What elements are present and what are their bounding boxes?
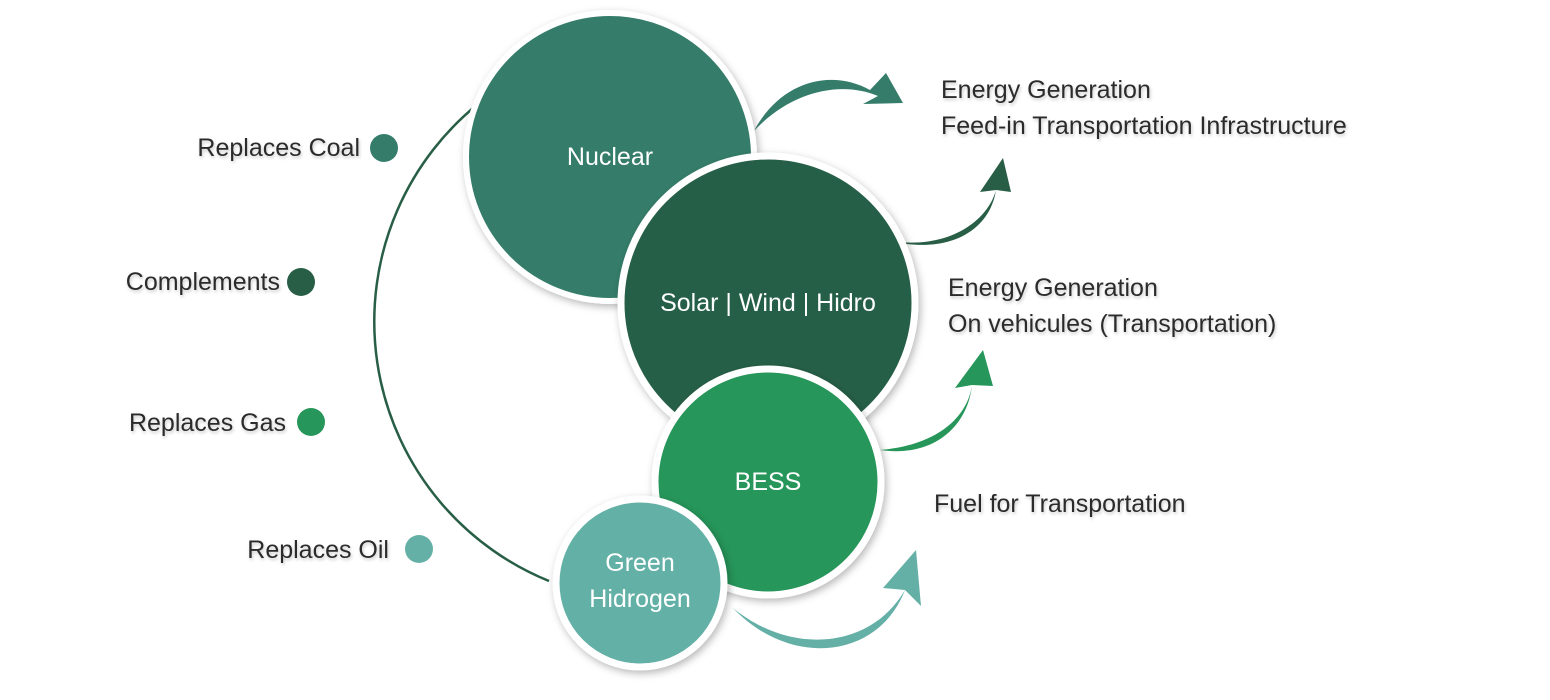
nuclear-label: Nuclear	[566, 143, 654, 171]
dot-gas	[297, 408, 325, 436]
bess-label: BESS	[734, 468, 802, 496]
bess-output-line-1: Fuel for Transportation	[934, 490, 1186, 518]
solar-wind-hydro-label: Solar | Wind | Hidro	[660, 289, 876, 317]
complements-label: Complements	[125, 268, 280, 296]
solar-output-line-2: On vehicules (Transportation)	[948, 310, 1277, 338]
dot-complements	[287, 268, 315, 296]
nuclear-output-line-1: Energy Generation	[941, 76, 1151, 104]
bess-output-text: Fuel for Transportation	[934, 486, 1186, 522]
arrow-bess	[880, 350, 993, 452]
dot-coal	[370, 134, 398, 162]
nuclear-output-line-2: Feed-in Transportation Infrastructure	[941, 112, 1347, 140]
replaces-oil-label: Replaces Oil	[247, 536, 389, 564]
dot-oil	[405, 535, 433, 563]
solar-output-line-1: Energy Generation	[948, 274, 1158, 302]
arrow-nuclear	[754, 73, 903, 131]
solar-output-text: Energy Generation On vehicules (Transpor…	[948, 270, 1276, 342]
ring-arc	[373, 103, 550, 583]
replaces-gas-label: Replaces Gas	[128, 409, 286, 437]
nuclear-output-text: Energy Generation Feed-in Transportation…	[941, 72, 1347, 144]
green-hydrogen-label: Green Hidrogen	[560, 545, 720, 617]
arrow-solar	[890, 158, 1011, 245]
green-hydrogen-line-2: Hidrogen	[589, 585, 691, 613]
arrow-hydrogen	[733, 550, 921, 649]
green-hydrogen-line-1: Green	[605, 549, 675, 577]
circle-hydrogen	[552, 495, 728, 671]
replaces-coal-label: Replaces Coal	[197, 134, 360, 162]
